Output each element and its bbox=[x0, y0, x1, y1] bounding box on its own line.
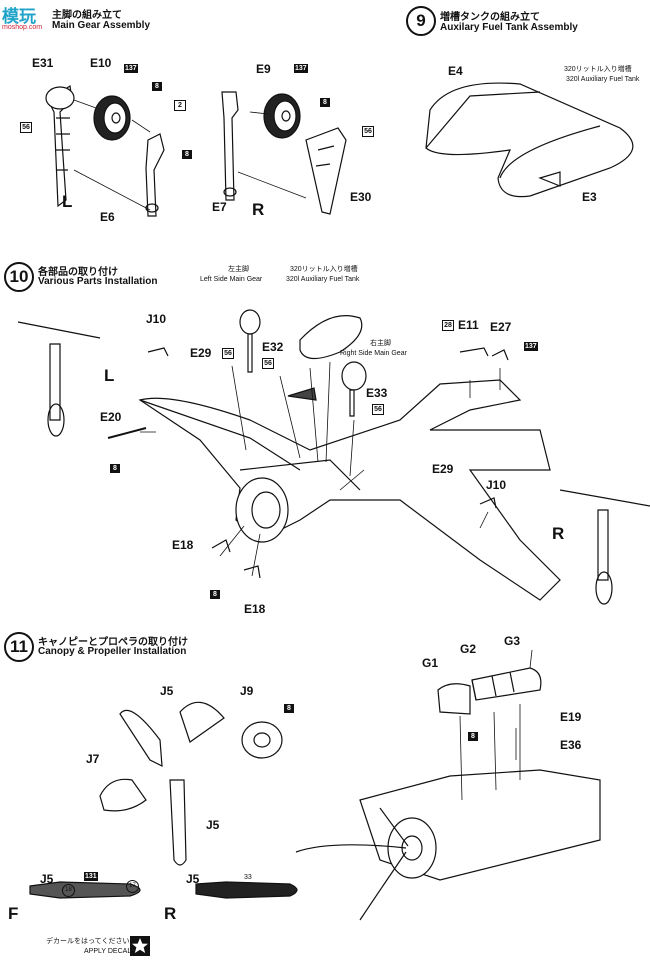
color-17: 17 bbox=[126, 880, 139, 893]
side-left: L bbox=[62, 192, 73, 211]
side-right: R bbox=[552, 524, 565, 543]
tank-en: 320l Auxiliary Fuel Tank bbox=[286, 276, 360, 283]
color-56: 56 bbox=[362, 126, 374, 137]
left-gear-leg-drawing bbox=[45, 84, 75, 208]
side-rear: R bbox=[164, 904, 177, 923]
part-E11: E11 bbox=[458, 318, 479, 332]
color-56: 56 bbox=[372, 404, 384, 415]
right-gear-side-view bbox=[559, 489, 650, 605]
drop-tank-drawing bbox=[425, 82, 634, 198]
right-gear-jp: 右主脚 bbox=[370, 340, 391, 347]
color-28: 28 bbox=[442, 320, 454, 331]
part-E6: E6 bbox=[100, 210, 115, 224]
step8-title-jp: 主脚の組み立て bbox=[52, 10, 122, 21]
part-G1: G1 bbox=[422, 656, 439, 670]
color-8: 8 bbox=[320, 98, 330, 107]
step11-title-jp: キャノピーとプロペラの取り付け bbox=[38, 637, 188, 648]
part-E18: E18 bbox=[172, 538, 194, 552]
right-strut-drawing bbox=[221, 91, 239, 201]
color-33: 33 bbox=[244, 874, 252, 881]
step9-number: 9 bbox=[406, 6, 436, 36]
aircraft-body-drawing bbox=[138, 379, 561, 601]
part-E10: E10 bbox=[90, 56, 112, 70]
side-right: R bbox=[252, 200, 265, 219]
left-gear-en: Left Side Main Gear bbox=[200, 276, 263, 283]
color-137: 137 bbox=[294, 64, 308, 73]
part-E7: E7 bbox=[212, 200, 227, 214]
right-gear-door-drawing bbox=[305, 127, 347, 215]
part-E32: E32 bbox=[262, 340, 284, 354]
color-8: 8 bbox=[110, 464, 120, 473]
step11-number: 11 bbox=[4, 632, 34, 662]
tank-jp: 320リットル入り増槽 bbox=[290, 266, 358, 273]
step9-title-en: Auxilary Fuel Tank Assembly bbox=[440, 22, 578, 33]
color-8: 8 bbox=[210, 590, 220, 599]
blade-color-guides bbox=[29, 881, 298, 899]
color-137: 137 bbox=[524, 342, 538, 351]
color-2: 2 bbox=[174, 100, 186, 111]
part-G2: G2 bbox=[460, 642, 477, 656]
color-8: 8 bbox=[284, 704, 294, 713]
side-front: F bbox=[8, 904, 19, 923]
part-E3: E3 bbox=[582, 190, 597, 204]
watermark-logo: 模玩 bbox=[2, 7, 36, 26]
color-8: 8 bbox=[182, 150, 192, 159]
side-left: L bbox=[104, 366, 115, 385]
color-137: 137 bbox=[124, 64, 138, 73]
step10-number: 10 bbox=[4, 262, 34, 292]
part-E20: E20 bbox=[100, 410, 122, 424]
color-56: 56 bbox=[20, 122, 32, 133]
part-E36: E36 bbox=[560, 738, 582, 752]
decal-star-icon bbox=[130, 936, 150, 956]
left-strut-drawing bbox=[145, 133, 165, 217]
part-G3: G3 bbox=[504, 634, 521, 648]
part-E9: E9 bbox=[256, 62, 271, 76]
right-gear-en: Right Side Main Gear bbox=[340, 350, 407, 357]
part-E18: E18 bbox=[244, 602, 266, 616]
part-J5: J5 bbox=[40, 872, 54, 886]
part-J10: J10 bbox=[146, 312, 167, 326]
part-E19: E19 bbox=[560, 710, 582, 724]
canopy-and-fuselage-drawing bbox=[295, 667, 601, 921]
color-131: 131 bbox=[84, 872, 98, 881]
step10-title-jp: 各部品の取り付け bbox=[38, 267, 118, 278]
color-8: 8 bbox=[468, 732, 478, 741]
left-wheel-drawing bbox=[93, 95, 131, 141]
step9-note-en: 320l Auxiliary Fuel Tank bbox=[566, 76, 640, 83]
watermark-url: moshop.com bbox=[2, 24, 43, 31]
step10-title-en: Various Parts Installation bbox=[38, 276, 158, 287]
step8-title-en: Main Gear Assembly bbox=[52, 20, 151, 31]
propeller-exploded-drawing bbox=[99, 701, 283, 866]
part-E29: E29 bbox=[190, 346, 212, 360]
right-wheel-drawing bbox=[263, 93, 301, 139]
step11-title-en: Canopy & Propeller Installation bbox=[38, 646, 187, 657]
step9-title-jp: 増槽タンクの組み立て bbox=[440, 12, 540, 23]
part-E30: E30 bbox=[350, 190, 372, 204]
decal-note-en: APPLY DECAL bbox=[84, 948, 132, 955]
left-gear-side-view bbox=[17, 321, 101, 437]
decal-note-jp: デカールをはってください。 bbox=[46, 938, 137, 945]
color-8: 8 bbox=[152, 82, 162, 91]
part-J5: J5 bbox=[186, 872, 200, 886]
part-E33: E33 bbox=[366, 386, 388, 400]
color-18: 18 bbox=[62, 884, 75, 897]
part-E4: E4 bbox=[448, 64, 463, 78]
part-J9: J9 bbox=[240, 684, 254, 698]
step9-note-jp: 320リットル入り増槽 bbox=[564, 66, 632, 73]
step10-parts-drawing bbox=[107, 309, 509, 579]
part-E27: E27 bbox=[490, 320, 512, 334]
part-J5: J5 bbox=[160, 684, 174, 698]
part-J7: J7 bbox=[86, 752, 100, 766]
part-E29: E29 bbox=[432, 462, 454, 476]
part-J5: J5 bbox=[206, 818, 220, 832]
left-gear-jp: 左主脚 bbox=[228, 266, 249, 273]
color-56: 56 bbox=[222, 348, 234, 359]
part-J10: J10 bbox=[486, 478, 507, 492]
part-E31: E31 bbox=[32, 56, 54, 70]
color-56: 56 bbox=[262, 358, 274, 369]
